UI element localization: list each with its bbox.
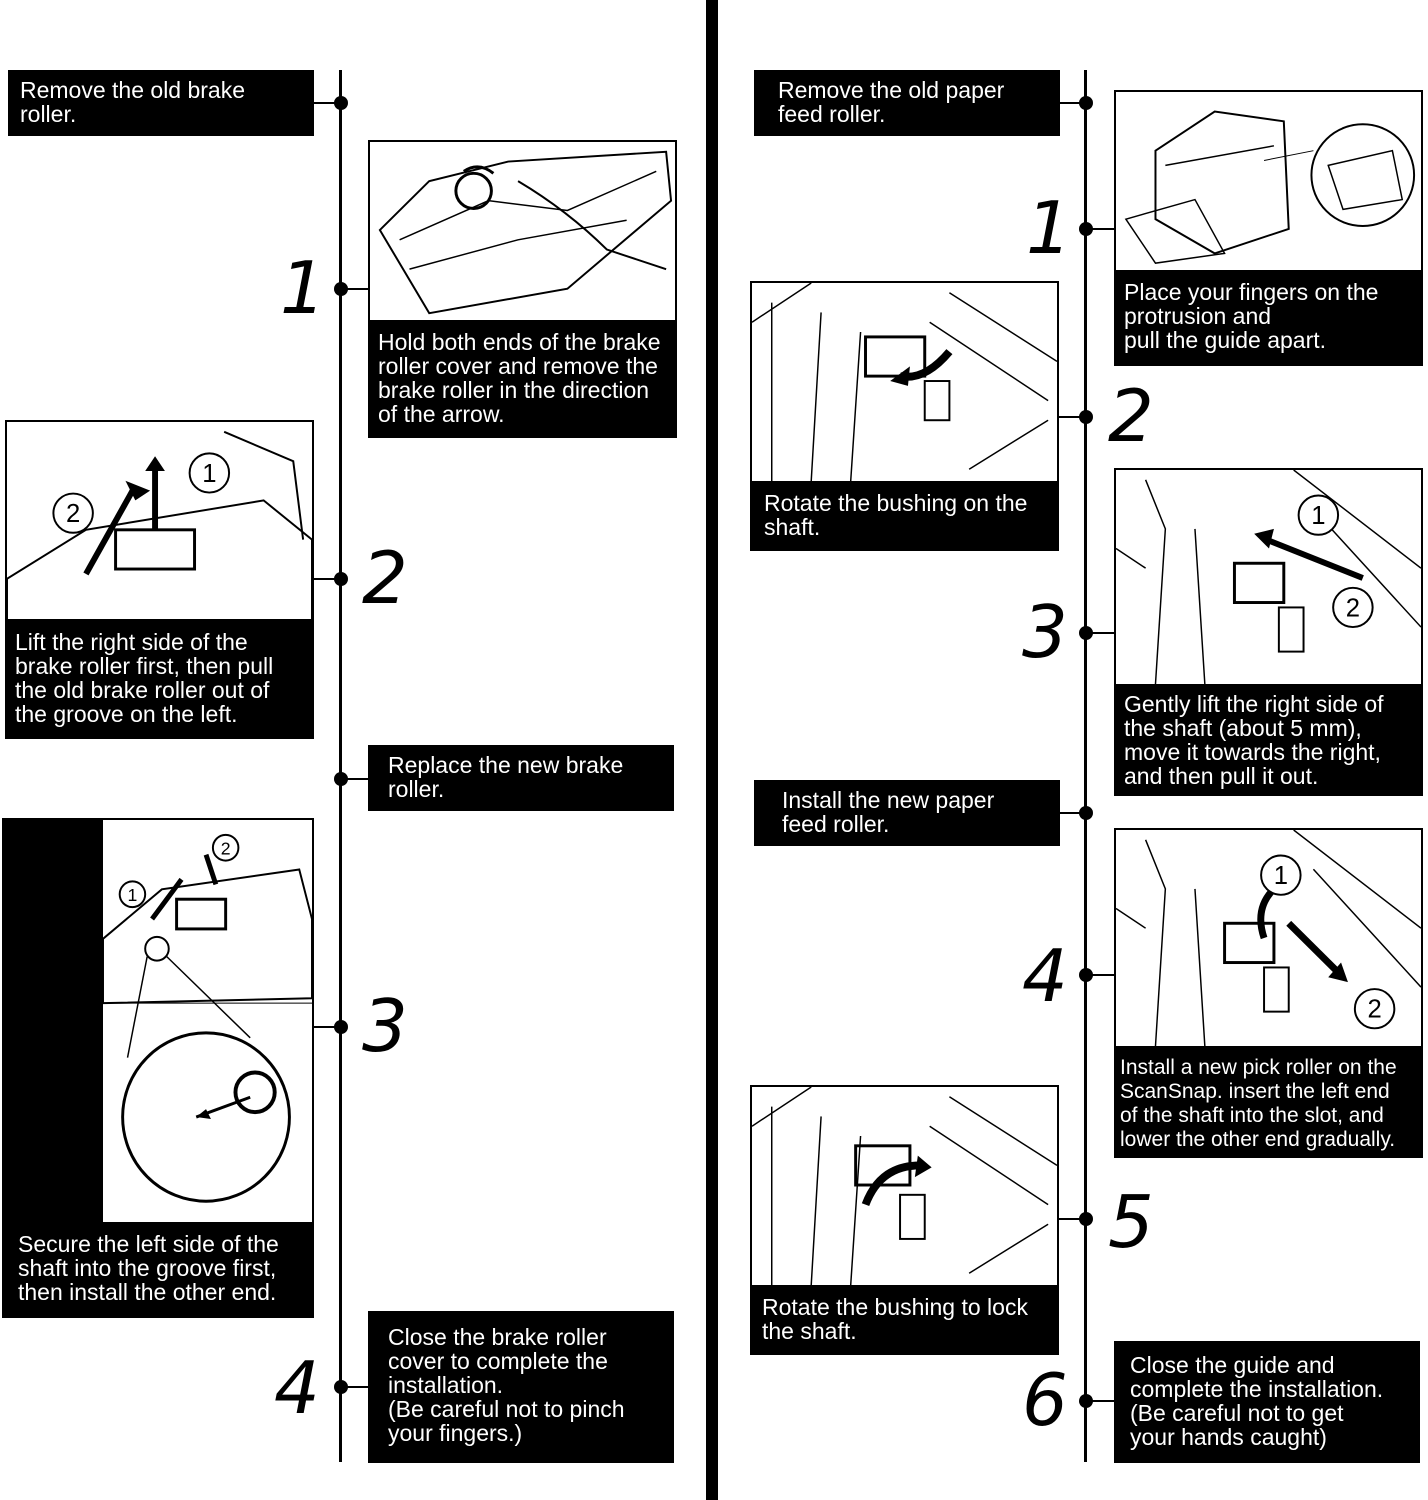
right-header-remove-feed-roller: Remove the old paper feed roller.	[754, 70, 1060, 136]
timeline-dot	[1079, 96, 1093, 110]
right-timeline	[1084, 70, 1087, 1462]
right-step-5-illustration	[750, 1085, 1059, 1287]
right-step-3-number: 3	[1022, 590, 1068, 674]
left-header-replace-brake-roller: Replace the new brake roller.	[368, 745, 674, 811]
left-step-3-illustration: 2 1	[101, 818, 314, 1224]
timeline-dot	[334, 96, 348, 110]
timeline-dot	[334, 1020, 348, 1034]
connector	[340, 1386, 368, 1388]
right-step-5-caption: Rotate the bushing to lock the shaft.	[750, 1287, 1059, 1355]
badge-1: 1	[128, 885, 138, 905]
left-step-2-number: 2	[362, 536, 408, 620]
badge-2: 2	[1346, 594, 1360, 622]
timeline-dot	[334, 282, 348, 296]
timeline-dot	[334, 1380, 348, 1394]
left-step-4-number: 4	[274, 1346, 320, 1430]
right-step-2-number: 2	[1108, 374, 1154, 458]
connector	[314, 102, 340, 104]
left-step-4-caption: Close the brake roller cover to complete…	[368, 1311, 674, 1463]
badge-2: 2	[66, 500, 80, 528]
connector	[1059, 1218, 1086, 1220]
left-step-2-illustration: 1 2	[5, 420, 314, 622]
right-step-3-illustration: 1 2	[1114, 468, 1423, 686]
timeline-dot	[334, 772, 348, 786]
connector	[1086, 632, 1114, 634]
left-step-3-number: 3	[362, 984, 408, 1068]
right-step-4-illustration: 1 2	[1114, 828, 1423, 1048]
right-step-4-number: 4	[1022, 934, 1068, 1018]
left-step-1-number: 1	[280, 246, 326, 330]
connector	[340, 288, 368, 290]
timeline-dot	[1079, 1212, 1093, 1226]
right-step-2-illustration	[750, 281, 1059, 483]
left-step-2-caption: Lift the right side of the brake roller …	[5, 622, 314, 739]
right-step-1-number: 1	[1026, 186, 1072, 270]
badge-1: 1	[1311, 502, 1325, 530]
connector	[1060, 812, 1086, 814]
left-step-3-caption: Secure the left side of the shaft into t…	[2, 1224, 314, 1318]
connector	[1086, 1400, 1114, 1402]
right-step-6-caption: Close the guide and complete the install…	[1114, 1341, 1420, 1463]
right-step-3-caption: Gently lift the right side of the shaft …	[1114, 686, 1423, 796]
center-divider	[706, 0, 718, 1500]
badge-2: 2	[221, 839, 231, 859]
left-timeline	[339, 70, 342, 1462]
timeline-dot	[1079, 1394, 1093, 1408]
connector	[314, 1026, 340, 1028]
badge-1: 1	[202, 460, 216, 488]
timeline-dot	[1079, 968, 1093, 982]
timeline-dot	[1079, 626, 1093, 640]
right-step-5-number: 5	[1108, 1180, 1154, 1264]
left-step-1-illustration	[368, 140, 677, 322]
connector	[314, 578, 340, 580]
badge-2: 2	[1367, 996, 1381, 1024]
connector	[340, 778, 368, 780]
left-step-1-caption: Hold both ends of the brake roller cover…	[368, 322, 677, 438]
right-step-4-caption: Install a new pick roller on the ScanSna…	[1114, 1048, 1423, 1158]
timeline-dot	[1079, 806, 1093, 820]
connector	[1059, 416, 1086, 418]
right-step-1-caption: Place your fingers on the protrusion and…	[1114, 272, 1423, 366]
right-header-install-feed-roller: Install the new paper feed roller.	[754, 780, 1060, 846]
timeline-dot	[334, 572, 348, 586]
connector	[1086, 974, 1114, 976]
left-header-remove-brake-roller: Remove the old brake roller.	[8, 70, 314, 136]
timeline-dot	[1079, 410, 1093, 424]
connector	[1086, 228, 1114, 230]
connector	[1060, 102, 1086, 104]
right-step-1-illustration	[1114, 90, 1423, 272]
timeline-dot	[1079, 222, 1093, 236]
badge-1: 1	[1274, 862, 1288, 890]
right-step-6-number: 6	[1022, 1358, 1068, 1442]
right-step-2-caption: Rotate the bushing on the shaft.	[750, 483, 1059, 551]
left-step-3-side-block	[2, 818, 101, 1224]
